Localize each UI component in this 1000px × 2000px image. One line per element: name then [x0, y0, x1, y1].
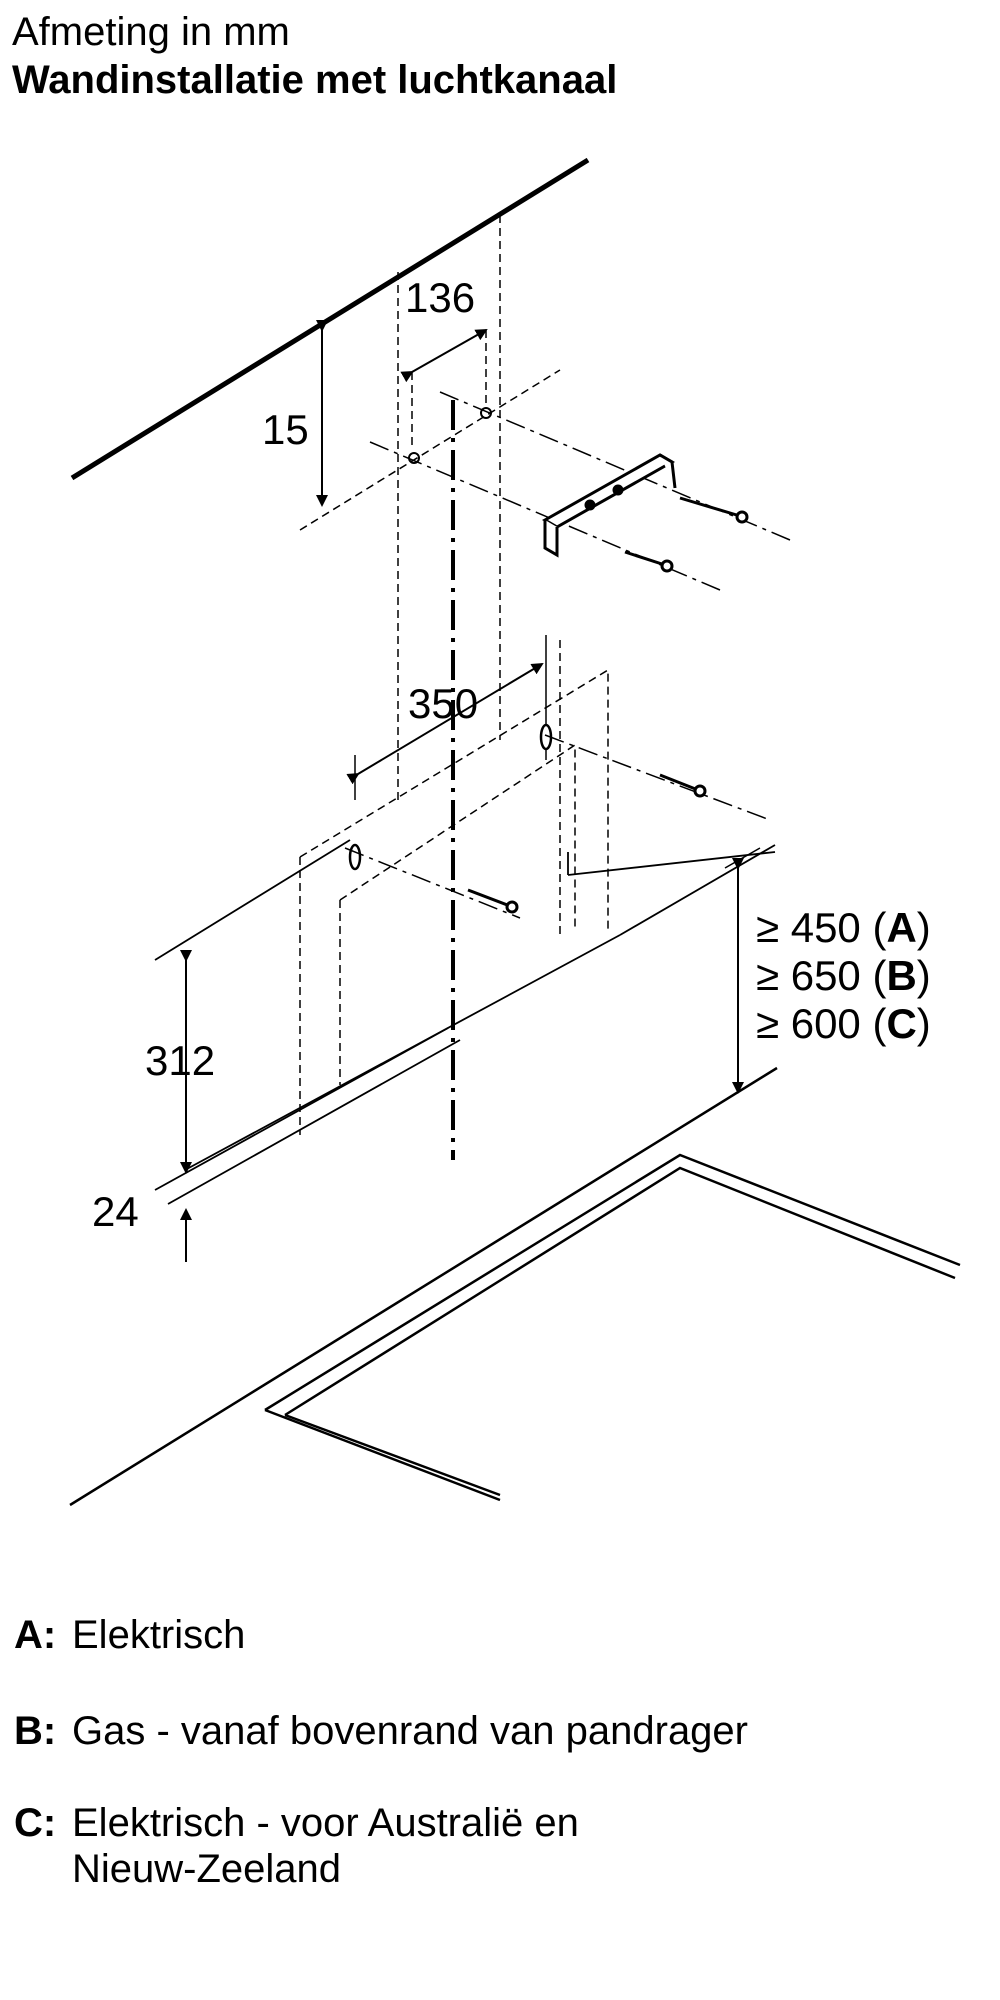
dimension-350: 350 — [346, 635, 547, 800]
dim-24-label: 24 — [92, 1188, 139, 1235]
screw-hole-upper-right — [480, 407, 492, 419]
clearance-c: ≥ 600 (C) — [756, 1000, 931, 1047]
lower-screws — [467, 773, 707, 914]
ceiling-line — [70, 157, 590, 481]
lower-mounting-lines — [344, 734, 771, 919]
keyhole-slots — [348, 723, 553, 871]
dim-312-label: 312 — [145, 1037, 215, 1084]
clearance-labels: ≥ 450 (A) ≥ 650 (B) ≥ 600 (C) — [756, 904, 931, 1047]
installation-diagram: 136 15 350 — [69, 157, 961, 1507]
dimension-136: 136 — [400, 274, 488, 450]
dim-136-label: 136 — [405, 274, 475, 321]
legend-c: C: Elektrisch - voor Australië en Nieuw-Z… — [14, 1800, 672, 1892]
dimension-24: 24 — [92, 1188, 192, 1262]
page-title: Wandinstallatie met luchtkanaal — [12, 58, 618, 102]
dim-350-label: 350 — [408, 680, 478, 727]
hood-bottom-edges — [154, 839, 776, 1205]
legend-b-text: Gas - vanaf bovenrand van pandrager — [72, 1709, 748, 1753]
dimension-clearance — [724, 847, 761, 1094]
clearance-b: ≥ 650 (B) — [756, 952, 931, 999]
legend-a: A: Elektrisch — [14, 1612, 932, 1658]
screw-hole-upper-left — [408, 452, 420, 464]
upper-mounting-lines — [369, 391, 791, 591]
legend-a-text: Elektrisch — [72, 1613, 246, 1657]
hood-housing-outline — [299, 640, 609, 1135]
dimension-312: 312 — [145, 950, 215, 1174]
legend-a-key: A: — [14, 1613, 57, 1657]
dim-15-label: 15 — [262, 406, 309, 453]
legend-c-text: Elektrisch - voor Australië en Nieuw-Zee… — [72, 1801, 579, 1891]
subtitle-units: Afmeting in mm — [12, 10, 290, 54]
wall-bracket — [541, 453, 677, 558]
bracket-screws — [624, 496, 749, 573]
legend-b: B: Gas - vanaf bovenrand van pandrager — [14, 1708, 932, 1754]
cooktop — [69, 1066, 961, 1507]
upper-reference-lines — [299, 215, 561, 800]
legend-c-key: C: — [14, 1801, 57, 1845]
legend-b-key: B: — [14, 1709, 57, 1753]
clearance-a: ≥ 450 (A) — [756, 904, 931, 951]
dimension-15: 15 — [262, 320, 328, 507]
